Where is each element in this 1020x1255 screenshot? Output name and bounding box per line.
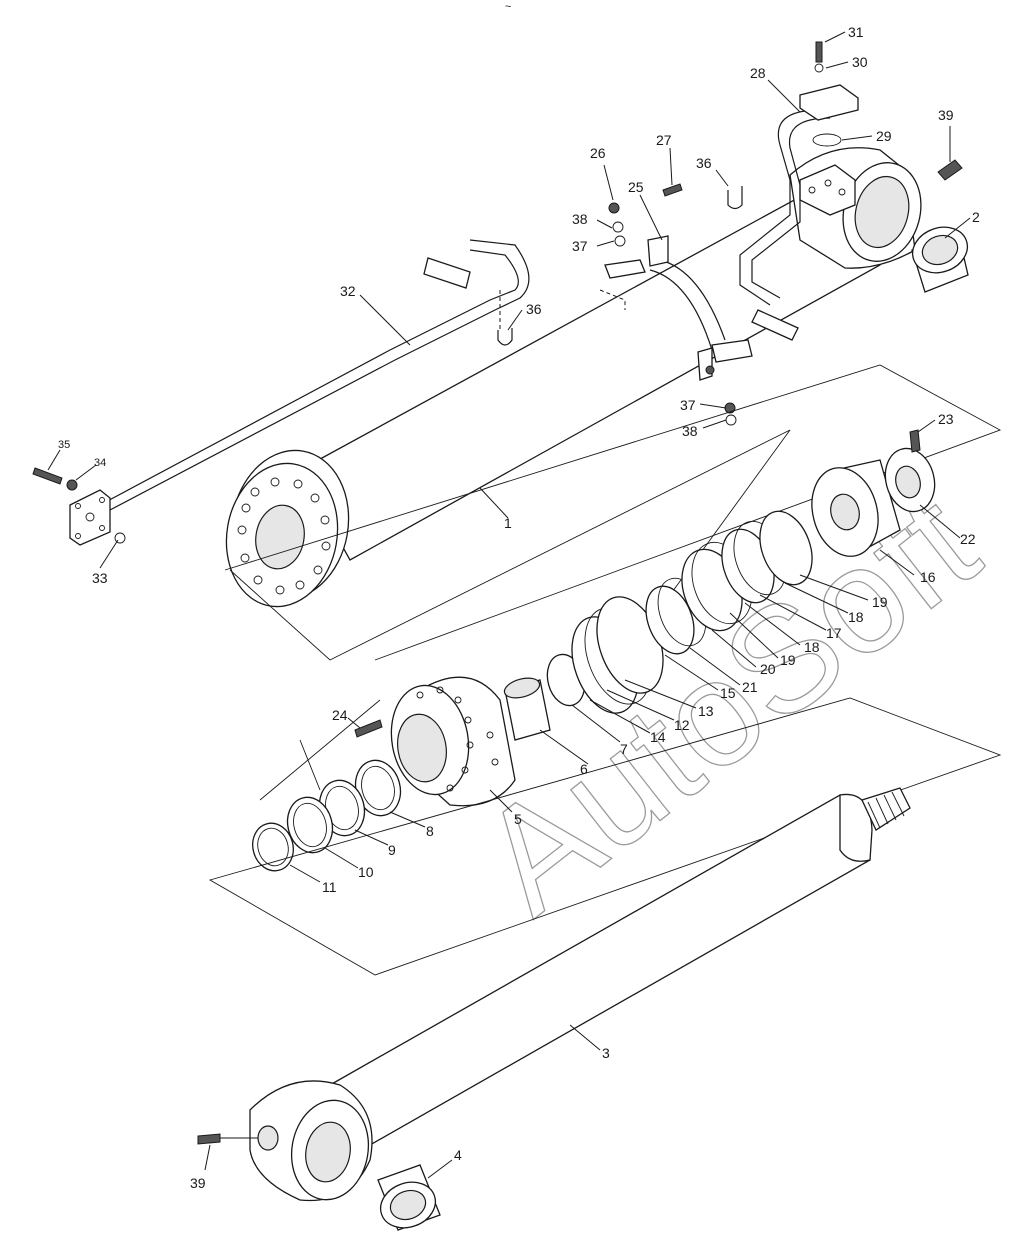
callout-1: 1 [504, 515, 512, 531]
callout-17: 17 [826, 625, 842, 641]
callout-27: 27 [656, 132, 672, 148]
seal-rings-12-21 [571, 510, 813, 714]
callout-23: 23 [938, 411, 954, 427]
callout-8: 8 [426, 823, 434, 839]
callout-20: 20 [760, 661, 776, 677]
callout-labels: 31 30 28 29 39 2 26 27 36 25 38 37 36 32… [58, 24, 980, 1191]
bolt-part-24 [354, 719, 383, 738]
bushing-part-4 [377, 1164, 441, 1231]
callout-15: 15 [720, 685, 736, 701]
bolt-part-35 [32, 467, 78, 491]
callout-18-lower: 18 [804, 639, 820, 655]
u-bolt-right [727, 186, 743, 210]
callout-39-top: 39 [938, 107, 954, 123]
callout-25: 25 [628, 179, 644, 195]
callout-30: 30 [852, 54, 868, 70]
port-flange-fasteners [812, 41, 842, 147]
piston-part-16 [811, 459, 901, 557]
callout-39-bottom: 39 [190, 1175, 206, 1191]
bolt-part-27 [662, 183, 683, 197]
callout-21: 21 [742, 679, 758, 695]
rod-cover-part-5 [390, 676, 516, 807]
callout-16: 16 [920, 569, 936, 585]
callout-leaders [47, 31, 971, 1179]
callout-14: 14 [650, 729, 666, 745]
grease-nipple-top [937, 159, 963, 181]
callout-10: 10 [358, 864, 374, 880]
pipe-part-28 [739, 84, 859, 341]
callout-31: 31 [848, 24, 864, 40]
callout-34: 34 [94, 457, 106, 469]
cylinder-tube [225, 147, 922, 608]
callout-38-bottom: 38 [682, 423, 698, 439]
top-mark: ~ [505, 1, 511, 13]
piston-rod-part-3 [249, 787, 911, 1202]
callout-4: 4 [454, 1147, 462, 1163]
piston-nut-part-22 [884, 429, 936, 513]
callout-33: 33 [92, 570, 108, 586]
callout-26: 26 [590, 145, 606, 161]
callout-36-left: 36 [526, 301, 542, 317]
callout-19-lower: 19 [780, 652, 796, 668]
callout-11: 11 [322, 879, 337, 895]
callout-7: 7 [620, 741, 628, 757]
callout-2: 2 [972, 209, 980, 225]
clamp-brackets [604, 235, 753, 381]
callout-3: 3 [602, 1045, 610, 1061]
callout-32: 32 [340, 283, 356, 299]
grease-nipple-bottom [197, 1133, 258, 1145]
callout-36-right: 36 [696, 155, 712, 171]
seal-rings-8-11 [252, 759, 402, 872]
callout-22: 22 [960, 531, 976, 547]
callout-13: 13 [698, 703, 714, 719]
pipe-part-32 [69, 239, 530, 546]
callout-38-top: 38 [572, 211, 588, 227]
callout-24: 24 [332, 707, 348, 723]
callout-9: 9 [388, 842, 396, 858]
u-bolt-left [497, 328, 513, 346]
callout-18-upper: 18 [848, 609, 864, 625]
callout-28: 28 [750, 65, 766, 81]
callout-35: 35 [58, 439, 70, 451]
callout-5: 5 [514, 811, 522, 827]
callout-19-upper: 19 [872, 594, 888, 610]
callout-12: 12 [674, 717, 690, 733]
callout-37-top: 37 [572, 238, 588, 254]
callout-6: 6 [580, 761, 588, 777]
bushing-part-2 [911, 226, 969, 293]
callout-37-bottom: 37 [680, 397, 696, 413]
callout-29: 29 [876, 128, 892, 144]
fasteners-upper [608, 202, 737, 426]
